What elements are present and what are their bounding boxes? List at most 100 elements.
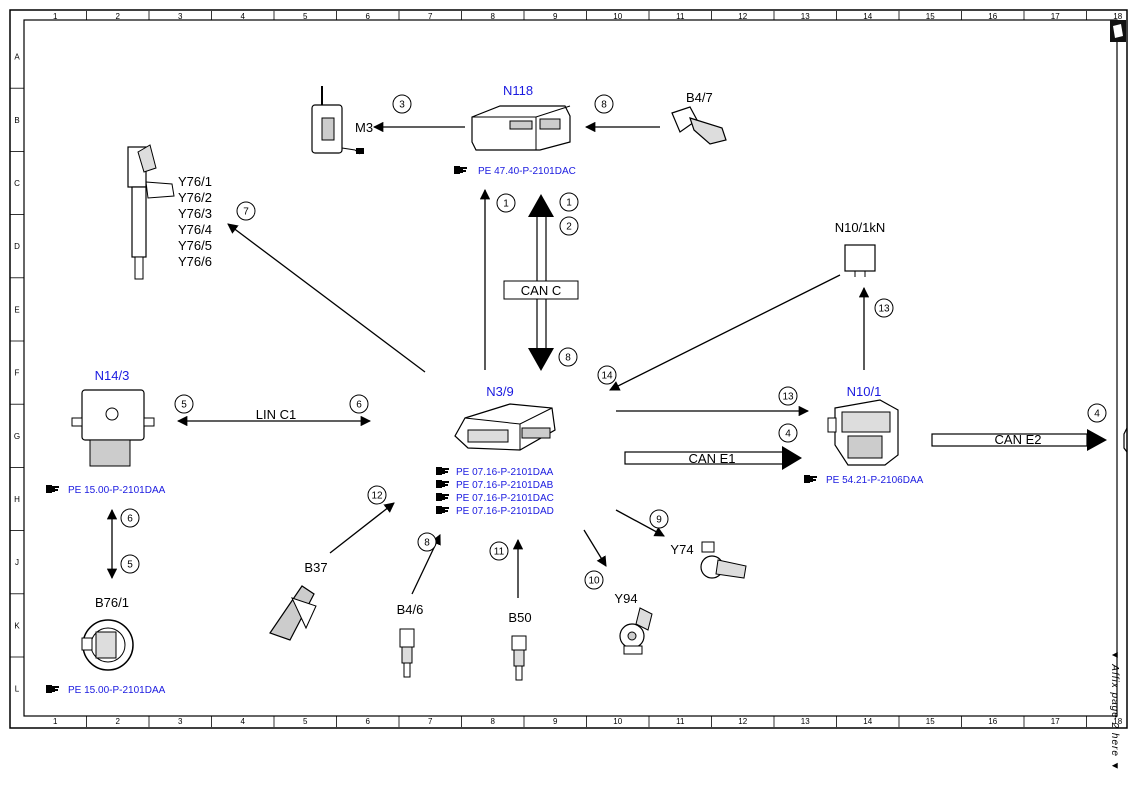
callout-circle — [392, 94, 412, 114]
can-e1-label: CAN E1 — [689, 451, 736, 466]
quantity-control-valve-icon — [619, 607, 653, 655]
callout-number: 8 — [601, 100, 607, 111]
callout-number: 14 — [601, 371, 613, 382]
b76-1-label: B76/1 — [95, 595, 129, 610]
callout-number: 12 — [371, 491, 383, 502]
can-c-bus — [503, 194, 579, 371]
grid-column-15: 15 — [926, 12, 935, 21]
y76-label: Y76/6 — [178, 254, 212, 269]
y76-label: Y76/4 — [178, 222, 212, 237]
grid-column-4: 4 — [241, 717, 246, 726]
y76-label: Y76/1 — [178, 174, 212, 189]
callout-circle — [597, 365, 617, 385]
grid-row-G: G — [14, 432, 20, 441]
n14-3-reference-link[interactable]: PE 15.00-P-2101DAA — [68, 485, 166, 496]
affix-note: ▼ Affix page 2 here ▼ — [1109, 650, 1120, 772]
grid-column-9: 9 — [553, 717, 558, 726]
callout-circle — [367, 485, 387, 505]
grid-column-18: 18 — [1113, 12, 1122, 21]
grid-column-8: 8 — [491, 12, 496, 21]
relay-icon — [844, 244, 876, 277]
callout-number: 13 — [782, 392, 794, 403]
n3-9-reference-link[interactable]: PE 07.16-P-2101DAA — [456, 467, 554, 478]
grid-column-18: 18 — [1113, 717, 1122, 726]
offpage-module-icon — [1123, 427, 1128, 453]
callout-number: 8 — [424, 538, 430, 549]
n118-label: N118 — [503, 83, 533, 98]
callout-circle — [559, 216, 579, 236]
rail-pressure-sensor-icon — [399, 628, 415, 678]
callout-circle — [649, 509, 669, 529]
n10-1-reference-link[interactable]: PE 54.21-P-2106DAA — [826, 475, 924, 486]
grid-column-4: 4 — [241, 12, 246, 21]
grid-column-16: 16 — [988, 717, 997, 726]
callout-circle — [174, 394, 194, 414]
grid-column-1: 1 — [53, 12, 58, 21]
temperature-sensor-icon — [511, 635, 527, 681]
grid-row-K: K — [14, 621, 20, 630]
glow-control-unit-icon — [71, 389, 155, 467]
grid-column-6: 6 — [366, 717, 371, 726]
signal-connections — [106, 121, 870, 598]
can-e1-bus — [624, 446, 802, 470]
b50-label: B50 — [508, 610, 531, 625]
fuel-pump-icon — [311, 86, 364, 155]
callout-circle — [874, 298, 894, 318]
callout-circle — [496, 193, 516, 213]
grid-column-14: 14 — [863, 12, 872, 21]
b4-7-label: B4/7 — [686, 90, 713, 105]
callout-circle — [558, 347, 578, 367]
grid-row-C: C — [14, 179, 20, 188]
y76-label: Y76/5 — [178, 238, 212, 253]
grid-column-16: 16 — [988, 12, 997, 21]
n3-9-reference-link[interactable]: PE 07.16-P-2101DAB — [456, 480, 554, 491]
callout-circle — [120, 554, 140, 574]
n3-9-label: N3/9 — [486, 384, 513, 399]
callout-circle — [584, 570, 604, 590]
n3-9-reference-list: PE 07.16-P-2101DAA PE 07.16-P-2101DAB PE 0… — [436, 467, 554, 517]
b76-1-reference-link[interactable]: PE 15.00-P-2101DAA — [68, 685, 166, 696]
grid-column-15: 15 — [926, 717, 935, 726]
grid-column-6: 6 — [366, 12, 371, 21]
grid-column-8: 8 — [491, 717, 496, 726]
callout-circle — [594, 94, 614, 114]
grid-row-F: F — [15, 369, 20, 378]
callout-number: 4 — [785, 429, 791, 440]
grid-column-13: 13 — [801, 717, 810, 726]
reference-hand-icon — [46, 685, 59, 693]
n118-reference-link[interactable]: PE 47.40-P-2101DAC — [478, 166, 576, 177]
grid-column-7: 7 — [428, 717, 433, 726]
grid-column-12: 12 — [738, 12, 747, 21]
b4-6-label: B4/6 — [397, 602, 424, 617]
pressure-sensor-b4-7-icon — [671, 106, 727, 145]
grid-row-E: E — [14, 305, 19, 314]
sheet-frame — [9, 9, 1128, 729]
callout-number: 6 — [127, 514, 133, 525]
callout-circle — [489, 541, 509, 561]
injector-icon — [127, 144, 175, 280]
callout-number: 4 — [1094, 409, 1100, 420]
grid-column-3: 3 — [178, 717, 183, 726]
grid-column-5: 5 — [303, 717, 308, 726]
n10-1kn-label: N10/1kN — [835, 220, 886, 235]
n3-9-reference-link[interactable]: PE 07.16-P-2101DAC — [456, 493, 554, 504]
grid-row-L: L — [15, 685, 20, 694]
grid-column-3: 3 — [178, 12, 183, 21]
accelerator-pedal-icon — [269, 585, 317, 641]
callout-circle — [236, 201, 256, 221]
grid-column-5: 5 — [303, 12, 308, 21]
callout-number: 5 — [127, 560, 133, 571]
reference-hand-icon — [436, 506, 449, 514]
callout-number: 3 — [399, 100, 405, 111]
callout-circle — [417, 532, 437, 552]
n3-9-reference-link[interactable]: PE 07.16-P-2101DAD — [456, 506, 554, 517]
reference-hand-icon — [454, 166, 467, 174]
callout-number: 5 — [181, 400, 187, 411]
grid-column-17: 17 — [1051, 12, 1060, 21]
grid-row-J: J — [15, 558, 19, 567]
brand-logo-icon — [1110, 20, 1126, 42]
y76-label: Y76/2 — [178, 190, 212, 205]
